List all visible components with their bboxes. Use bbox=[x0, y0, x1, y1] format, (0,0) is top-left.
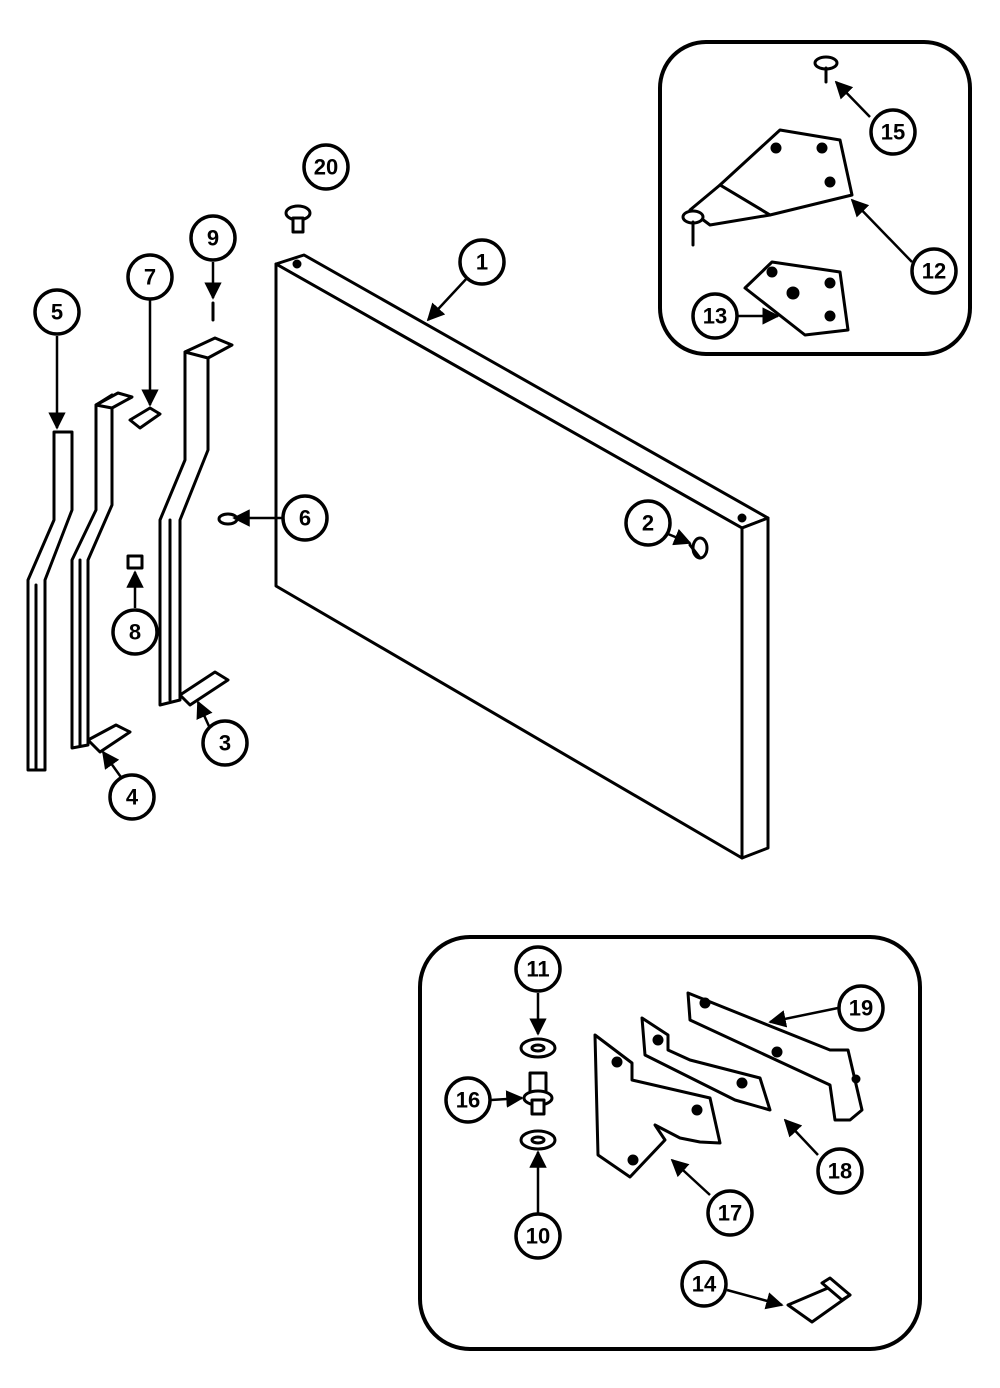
callout-5-label: 5 bbox=[51, 300, 63, 325]
callout-19-label: 19 bbox=[849, 996, 873, 1021]
callout-20: 20 bbox=[302, 143, 350, 191]
callout-15: 15 bbox=[869, 108, 917, 156]
callout-3-label: 3 bbox=[219, 731, 231, 756]
callout-8-label: 8 bbox=[129, 620, 141, 645]
nut-8 bbox=[126, 554, 144, 570]
callout-3: 3 bbox=[201, 719, 249, 767]
shim-13 bbox=[743, 260, 850, 337]
callout-18: 18 bbox=[816, 1147, 864, 1195]
callout-7: 7 bbox=[126, 253, 174, 301]
callout-11-label: 11 bbox=[526, 957, 549, 982]
callout-2-label: 2 bbox=[642, 511, 654, 536]
inset-hinge-plates bbox=[658, 40, 972, 356]
callout-9: 9 bbox=[189, 214, 237, 262]
callout-6-label: 6 bbox=[299, 506, 311, 531]
callout-16: 16 bbox=[444, 1076, 492, 1124]
callout-12: 12 bbox=[910, 247, 958, 295]
callout-19: 19 bbox=[837, 984, 885, 1032]
callout-1: 1 bbox=[458, 238, 506, 286]
bracket-3 bbox=[158, 336, 234, 707]
leader-lines bbox=[48, 80, 913, 1310]
callout-8: 8 bbox=[111, 608, 159, 656]
callout-10-label: 10 bbox=[526, 1224, 550, 1249]
screw-20 bbox=[284, 204, 312, 234]
bracket-14 bbox=[786, 1276, 852, 1324]
callout-16-label: 16 bbox=[456, 1088, 480, 1113]
callout-17: 17 bbox=[706, 1189, 754, 1237]
hinge-18 bbox=[640, 1016, 772, 1112]
callout-5: 5 bbox=[33, 288, 81, 336]
callout-12-label: 12 bbox=[922, 259, 946, 284]
hinge-pin-16 bbox=[522, 1071, 554, 1116]
callout-4: 4 bbox=[108, 773, 156, 821]
callout-15-label: 15 bbox=[881, 120, 905, 145]
hinge-19 bbox=[686, 991, 864, 1122]
washer-11 bbox=[519, 1037, 557, 1059]
callout-2: 2 bbox=[624, 499, 672, 547]
callout-11: 11 bbox=[514, 945, 562, 993]
callout-13-label: 13 bbox=[703, 304, 727, 329]
callout-1-label: 1 bbox=[476, 250, 488, 275]
callout-14-label: 14 bbox=[692, 1272, 717, 1297]
inset-hinge-hardware bbox=[418, 935, 922, 1351]
callout-6: 6 bbox=[281, 494, 329, 542]
bracket-4 bbox=[70, 391, 134, 754]
callout-7-label: 7 bbox=[144, 265, 156, 290]
callout-4-label: 4 bbox=[126, 785, 139, 810]
door-panel bbox=[274, 253, 770, 860]
hinge-17 bbox=[593, 1033, 722, 1179]
callout-9-label: 9 bbox=[207, 226, 219, 251]
clip-7 bbox=[128, 406, 162, 430]
callout-18-label: 18 bbox=[828, 1159, 852, 1184]
callout-13: 13 bbox=[691, 292, 739, 340]
callout-20-label: 20 bbox=[314, 155, 338, 180]
hinge-plate-12 bbox=[681, 128, 854, 247]
hinge-pin-15 bbox=[813, 55, 839, 84]
screw-2 bbox=[688, 536, 709, 560]
washer-10 bbox=[519, 1129, 557, 1151]
callout-10: 10 bbox=[514, 1212, 562, 1260]
callout-14: 14 bbox=[680, 1260, 728, 1308]
callout-17-label: 17 bbox=[718, 1201, 742, 1226]
trim-strip-5 bbox=[26, 430, 74, 772]
